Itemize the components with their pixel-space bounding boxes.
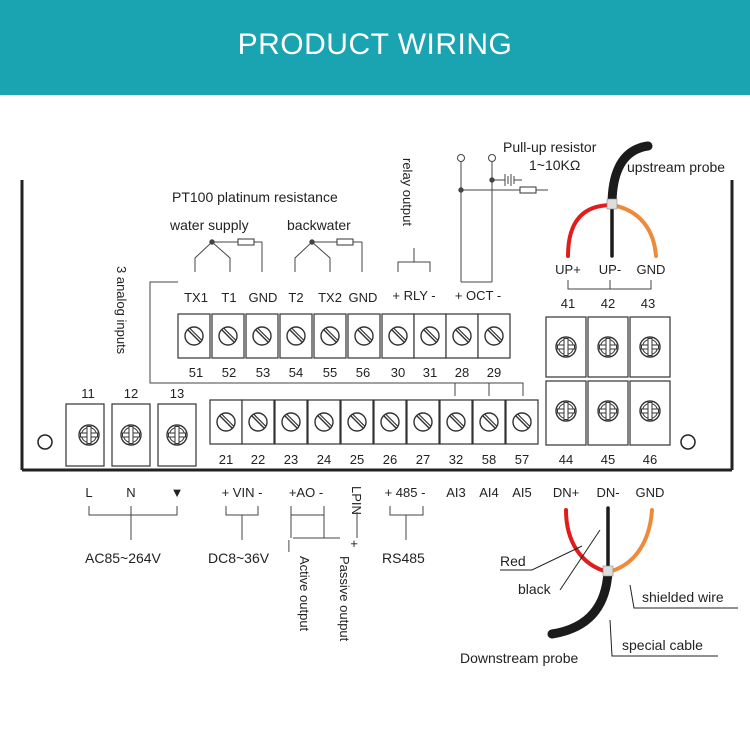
probe-name-dn-minus: DN-: [596, 485, 619, 500]
terminal-number-28: 28: [455, 365, 469, 380]
terminal-name-l: L: [85, 485, 92, 500]
terminal-name-tx2: TX2: [318, 290, 342, 305]
red-label: Red: [500, 553, 526, 569]
banner-title: PRODUCT WIRING: [237, 28, 513, 61]
ac-range-label: AC85~264V: [85, 550, 162, 566]
terminal-number-24: 24: [317, 452, 331, 467]
backwater-label: backwater: [287, 217, 351, 233]
relay-bracket: [397, 261, 431, 272]
terminal-number-52: 52: [222, 365, 236, 380]
terminal-number-11: 11: [81, 386, 95, 401]
mounting-hole-right: [680, 434, 696, 450]
vin-bracket: [225, 506, 259, 540]
terminal-number-41: 41: [561, 296, 575, 311]
terminal-number-55: 55: [323, 365, 337, 380]
terminal-number-26: 26: [383, 452, 397, 467]
shielded-wire-label: shielded wire: [642, 589, 724, 605]
terminal-number-12: 12: [124, 386, 138, 401]
pt100-label: PT100 platinum resistance: [172, 189, 338, 205]
special-cable-label: special cable: [622, 637, 703, 653]
terminal-name-lpin: LPIN: [349, 486, 364, 515]
probe-name-up-minus: UP-: [599, 262, 621, 277]
pt100-backwater-symbol: [294, 239, 363, 272]
terminal-number-31: 31: [423, 365, 437, 380]
terminal-number-54: 54: [289, 365, 303, 380]
bottom-terminal-block: [209, 399, 539, 445]
terminal-number-27: 27: [416, 452, 430, 467]
terminal-name-485: + 485 -: [385, 485, 426, 500]
mounting-hole-left: [37, 434, 53, 450]
top-terminal-block: [177, 313, 511, 359]
terminal-number-30: 30: [391, 365, 405, 380]
active-minus-sign: —: [283, 540, 297, 552]
black-label: black: [518, 581, 552, 597]
terminal-number-25: 25: [350, 452, 364, 467]
terminal-name-tx1: TX1: [184, 290, 208, 305]
terminal-name-ai5: AI5: [512, 485, 532, 500]
probe-name-dn-plus: DN+: [553, 485, 579, 500]
terminal-name-oct: + OCT -: [455, 288, 501, 303]
probe-name-dn-gnd: GND: [636, 485, 665, 500]
probe-name-up-plus: UP+: [555, 262, 581, 277]
rs485-label: RS485: [382, 550, 425, 566]
terminal-name-earth: ▼: [171, 485, 184, 500]
passive-plus-sign: +: [347, 540, 362, 548]
upstream-probe-label: upstream probe: [627, 159, 725, 175]
terminal-name-ao: +AO -: [289, 485, 323, 500]
probe-name-up-gnd: GND: [637, 262, 666, 277]
terminal-number-53: 53: [256, 365, 270, 380]
terminal-number-51: 51: [189, 365, 203, 380]
terminal-number-46: 46: [643, 452, 657, 467]
terminal-number-43: 43: [641, 296, 655, 311]
terminal-number-21: 21: [219, 452, 233, 467]
terminal-number-29: 29: [487, 365, 501, 380]
downstream-probe-label: Downstream probe: [460, 650, 578, 666]
analog-inputs-label: 3 analog inputs: [114, 266, 129, 355]
analog-inputs-bracket: [149, 281, 524, 396]
terminal-name-ai3: AI3: [446, 485, 466, 500]
terminal-name-ai4: AI4: [479, 485, 499, 500]
terminal-name-t1: T1: [221, 290, 236, 305]
dc-range-label: DC8~36V: [208, 550, 270, 566]
device-housing: [20, 180, 734, 472]
terminal-number-58: 58: [482, 452, 496, 467]
terminal-number-45: 45: [601, 452, 615, 467]
banner: PRODUCT WIRING: [0, 0, 750, 95]
pt100-water-supply-symbol: [194, 239, 263, 272]
downstream-probe-cable: [547, 506, 654, 639]
terminal-name-gnd-53: GND: [249, 290, 278, 305]
callout-lines: [500, 529, 738, 657]
terminal-number-56: 56: [356, 365, 370, 380]
active-output-label: Active output: [297, 556, 312, 632]
terminal-number-22: 22: [251, 452, 265, 467]
terminal-name-gnd-56: GND: [349, 290, 378, 305]
probe-terminal-block: [545, 316, 671, 446]
terminal-name-vin: + VIN -: [222, 485, 263, 500]
terminal-number-13: 13: [170, 386, 184, 401]
ao-brackets: [290, 506, 358, 539]
passive-output-label: Passive output: [337, 556, 352, 642]
terminal-name-rly: + RLY -: [392, 288, 435, 303]
terminal-number-44: 44: [559, 452, 573, 467]
terminal-name-n: N: [126, 485, 135, 500]
pullup-label-line1: Pull-up resistor: [503, 139, 597, 155]
rs485-bracket: [389, 506, 424, 540]
terminal-number-23: 23: [284, 452, 298, 467]
pullup-label-line2: 1~10KΩ: [529, 157, 580, 173]
terminal-number-57: 57: [515, 452, 529, 467]
terminal-number-42: 42: [601, 296, 615, 311]
power-terminal-block: [65, 403, 197, 467]
terminal-name-t2: T2: [288, 290, 303, 305]
terminal-number-32: 32: [449, 452, 463, 467]
relay-output-label: relay output: [400, 158, 415, 226]
pullup-circuit: [457, 154, 548, 282]
water-supply-label: water supply: [169, 217, 249, 233]
power-bracket: [88, 506, 178, 540]
upstream-probe-cable: [566, 141, 658, 258]
